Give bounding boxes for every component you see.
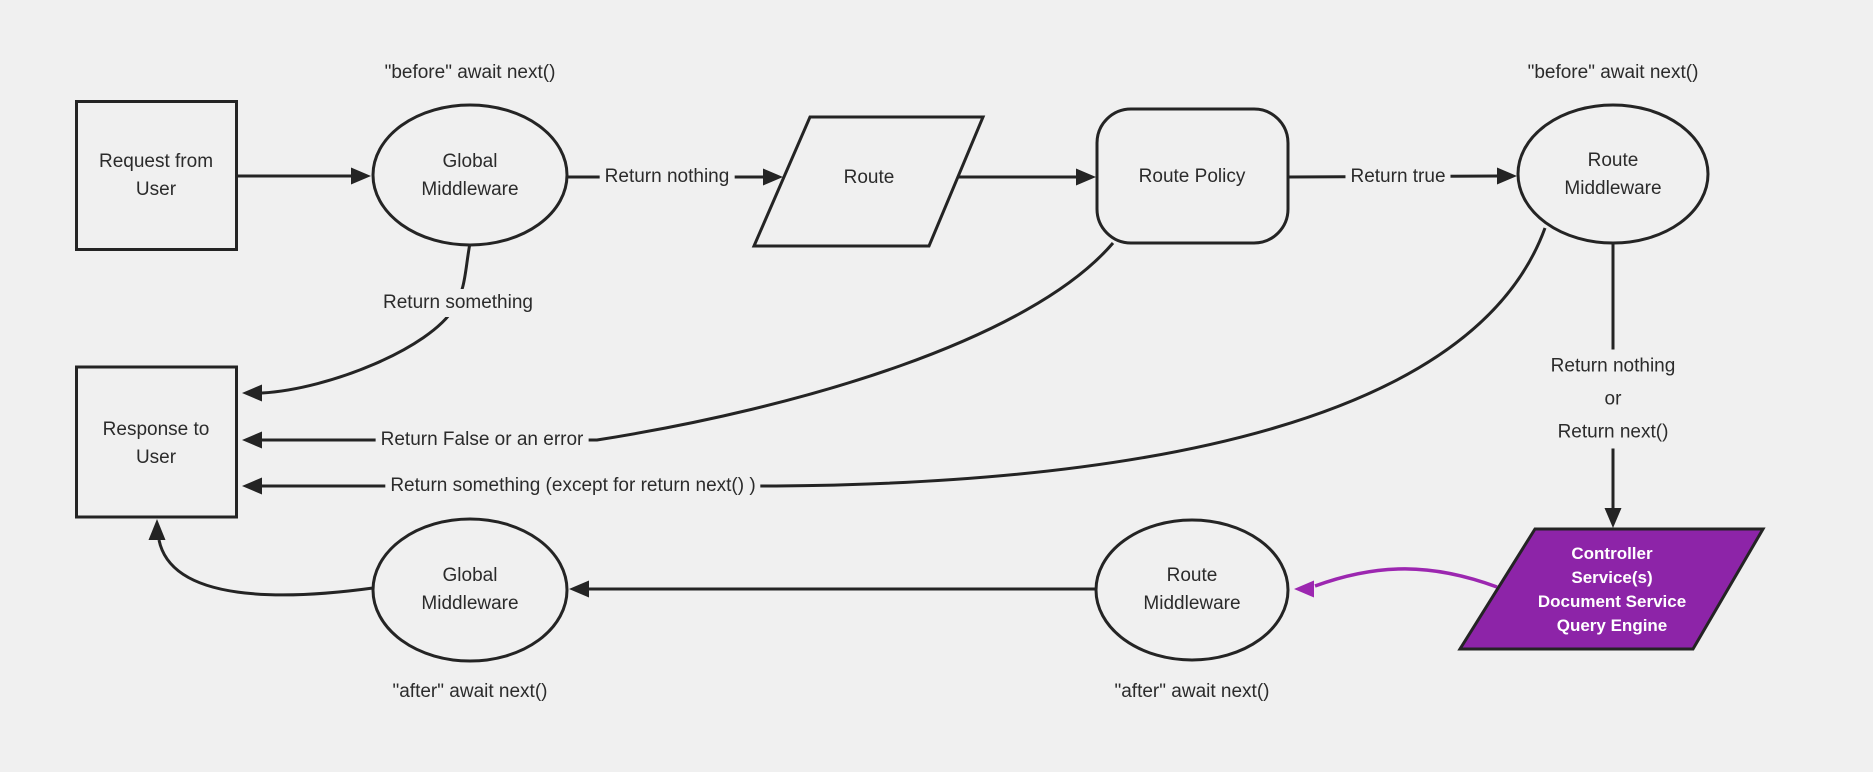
before-await-next-label-right: "before" await next()	[1527, 62, 1699, 83]
edge-routepolicy-to-response	[262, 242, 1115, 442]
edge-globalmw-to-response	[261, 242, 472, 395]
return-something-except-label: Return something (except for return next…	[385, 472, 761, 500]
response-box	[75, 365, 238, 519]
before-await-next-label-left: "before" await next()	[384, 62, 556, 83]
return-nothing-or-next-label: Return nothing or Return next()	[1545, 349, 1681, 449]
arrowhead-return-false	[242, 431, 262, 449]
edge-routemw-to-response	[262, 227, 1547, 488]
return-nothing-label: Return nothing	[599, 163, 735, 191]
arrowhead-into-route	[763, 168, 783, 186]
after-await-next-label-middle: "after" await next()	[1114, 681, 1270, 702]
arrowhead-into-globalmwbottom	[569, 580, 589, 598]
arrowheads	[148, 167, 1622, 598]
arrowhead-into-routepolicy	[1076, 168, 1096, 186]
arrowhead-purple-into-routemwbottom	[1294, 580, 1314, 598]
return-true-label: Return true	[1345, 163, 1451, 191]
after-await-next-label-left: "after" await next()	[392, 681, 548, 702]
arrowhead-into-routemw	[1497, 167, 1517, 185]
arrowhead-into-response-bottom	[148, 519, 166, 540]
arrowhead-into-controller	[1604, 508, 1622, 528]
route-policy-box	[1095, 107, 1290, 245]
edge-lines	[157, 174, 1615, 597]
controller-parallelogram	[1457, 527, 1766, 651]
return-false-label: Return False or an error	[375, 426, 589, 454]
arrowhead-into-globalmw	[351, 167, 371, 185]
edge-globalmwbottom-to-response	[157, 539, 374, 597]
route-middleware-bottom-ellipse	[1094, 518, 1290, 662]
global-middleware-top-ellipse	[371, 103, 569, 247]
request-box	[75, 100, 238, 251]
global-middleware-bottom-ellipse	[371, 517, 569, 663]
route-middleware-top-ellipse	[1516, 103, 1710, 245]
edge-controller-to-routemwbottom	[1314, 567, 1498, 589]
arrowhead-return-something	[242, 384, 262, 402]
arrowhead-return-something-except	[242, 477, 262, 495]
return-something-label: Return something	[378, 289, 538, 317]
route-parallelogram	[751, 115, 986, 248]
